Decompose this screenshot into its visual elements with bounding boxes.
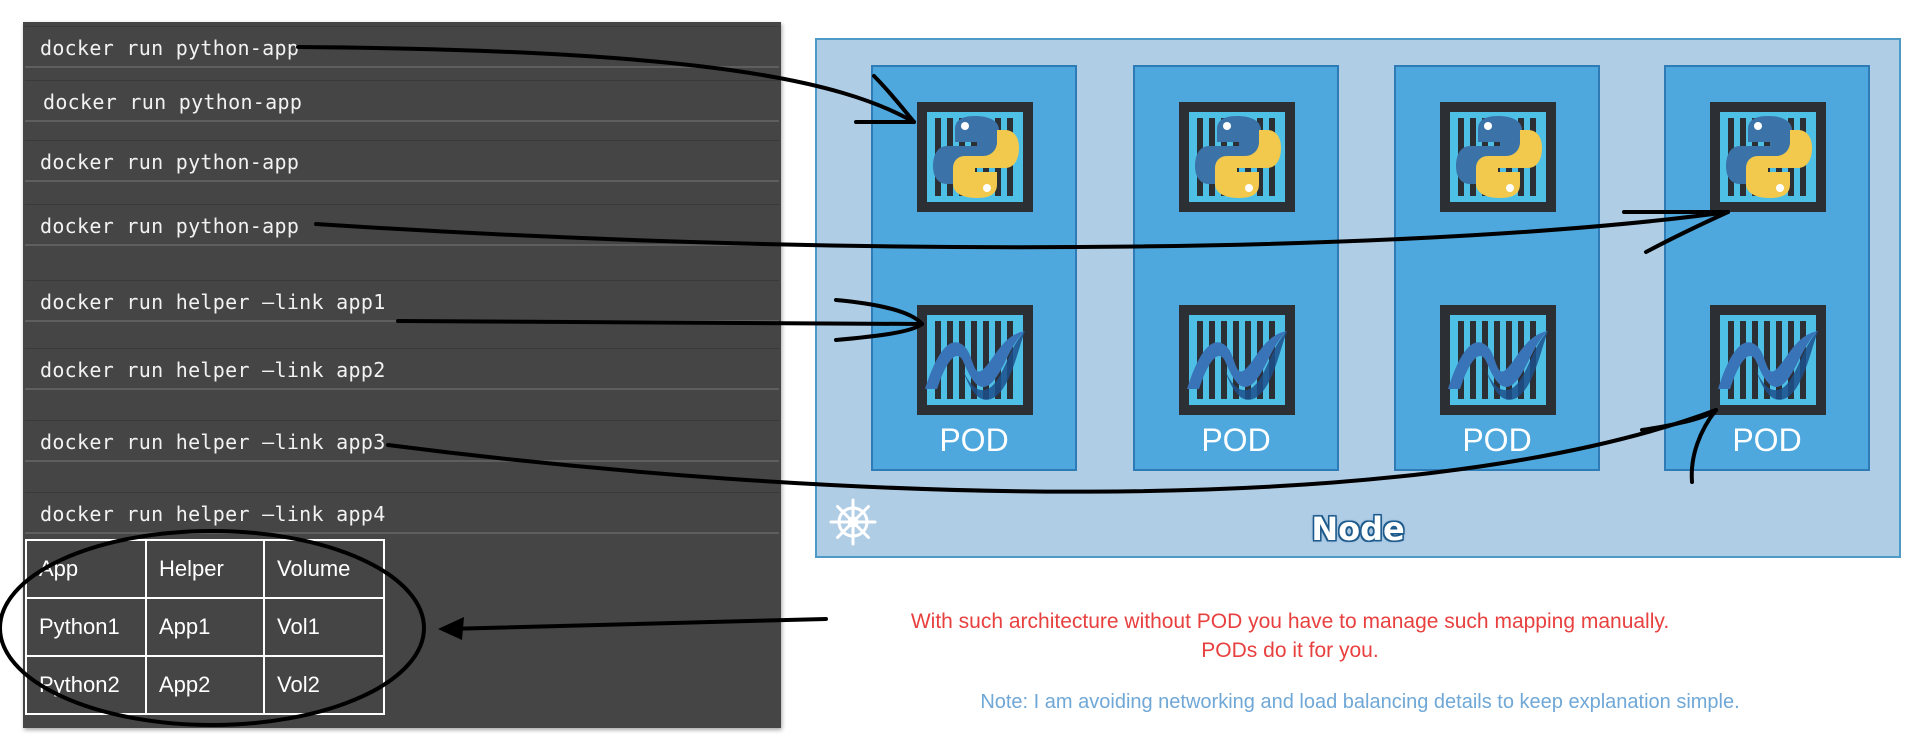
python-container-icon: [1179, 102, 1295, 212]
command-text: docker run helper –link app3: [40, 430, 386, 454]
pod: POD: [871, 65, 1077, 471]
pod-label: POD: [1732, 422, 1802, 458]
table-cell: App1: [145, 597, 265, 657]
command-text: docker run python-app: [40, 150, 300, 174]
pod: POD: [1664, 65, 1870, 471]
kubernetes-node: POD POD POD POD Node: [815, 38, 1901, 558]
node-label: Node: [1311, 510, 1405, 548]
command-line: docker run helper –link app1: [25, 280, 779, 322]
command-line: docker run helper –link app2: [25, 348, 779, 390]
command-line: docker run python-app: [25, 80, 779, 122]
table-row: Python1 App1 Vol1: [25, 597, 385, 657]
table-cell: Python2: [25, 655, 147, 715]
terminal-panel: docker run python-app docker run python-…: [23, 22, 781, 728]
table-cell: Volume: [263, 539, 385, 599]
command-line: docker run helper –link app3: [25, 420, 779, 462]
pod: POD: [1394, 65, 1600, 471]
command-line: docker run python-app: [25, 140, 779, 182]
message-line: With such architecture without POD you h…: [910, 610, 1670, 633]
pod-label: POD: [1462, 422, 1532, 458]
table-row: Python2 App2 Vol2: [25, 655, 385, 715]
command-text: docker run helper –link app1: [40, 290, 386, 314]
pod-label: POD: [1201, 422, 1271, 458]
table-cell: Vol1: [263, 597, 385, 657]
command-line: docker run helper –link app4: [25, 492, 779, 534]
table-cell: Python1: [25, 597, 147, 657]
command-text: docker run python-app: [40, 214, 300, 238]
command-text: docker run helper –link app2: [40, 358, 386, 382]
pod-label: POD: [939, 422, 1009, 458]
dotnet-container-icon: [1179, 305, 1295, 415]
dotnet-container-icon: [1440, 305, 1556, 415]
command-text: docker run python-app: [43, 90, 303, 114]
table-cell: Helper: [145, 539, 265, 599]
mapping-table: App Helper Volume Python1 App1 Vol1 Pyth…: [25, 539, 385, 715]
dotnet-container-icon: [917, 305, 1033, 415]
pod: POD: [1133, 65, 1339, 471]
table-cell: App2: [145, 655, 265, 715]
kubernetes-wheel-icon: [829, 498, 877, 546]
table-row: App Helper Volume: [25, 539, 385, 599]
python-container-icon: [1710, 102, 1826, 212]
command-line: docker run python-app: [25, 26, 779, 68]
command-text: docker run helper –link app4: [40, 502, 386, 526]
command-text: docker run python-app: [40, 36, 300, 60]
explanation-message: With such architecture without POD you h…: [830, 607, 1750, 665]
python-container-icon: [917, 102, 1033, 212]
command-line: docker run python-app: [25, 204, 779, 246]
table-cell: Vol2: [263, 655, 385, 715]
table-cell: App: [25, 539, 147, 599]
python-container-icon: [1440, 102, 1556, 212]
dotnet-container-icon: [1710, 305, 1826, 415]
message-line: PODs do it for you.: [1201, 639, 1379, 662]
note-text: Note: I am avoiding networking and load …: [980, 691, 1740, 713]
